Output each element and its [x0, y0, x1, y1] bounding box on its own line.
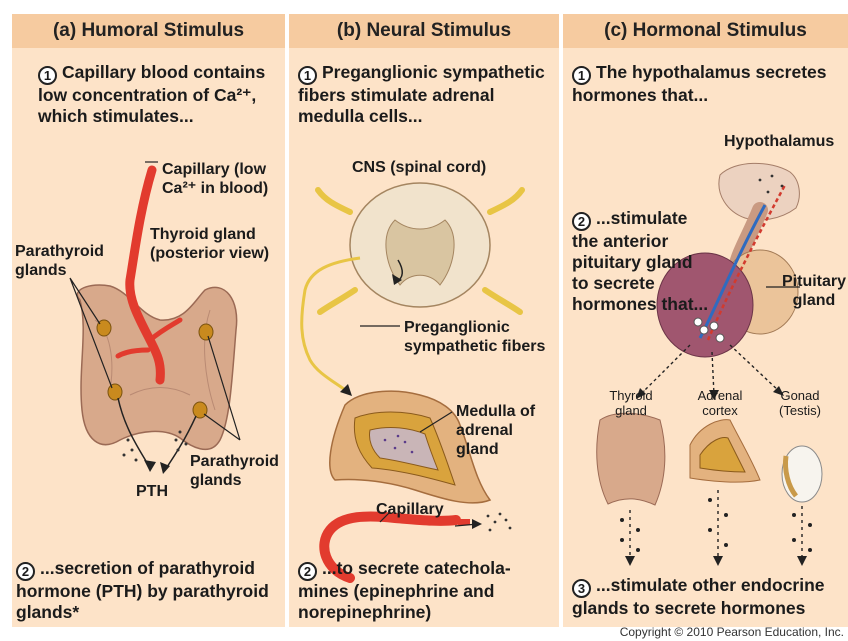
step-number-badge: 3 — [572, 579, 591, 598]
panel-a-step-1-text: Capillary blood contains low concentrati… — [38, 62, 265, 126]
panel-c-step-2: 2...stimulate the anterior pituitary gla… — [572, 208, 710, 315]
panel-a-step-2: 2...secretion of parathyroid hormone (PT… — [16, 558, 284, 623]
step-number-badge: 2 — [572, 212, 591, 231]
label-adrenal-cortex: Adrenal cortex — [694, 388, 746, 418]
label-gonad-testis: Gonad (Testis) — [770, 388, 830, 418]
thyroid-gland-small — [597, 413, 665, 505]
label-medulla-adrenal: Medulla of adrenal gland — [456, 402, 556, 459]
step-number-badge: 1 — [572, 66, 591, 85]
step-number-badge: 1 — [38, 66, 57, 85]
label-thyroid-gland-c: Thyroid gland — [606, 388, 656, 418]
panel-c-step-2-text: ...stimulate the anterior pituitary glan… — [572, 208, 708, 314]
label-cns-spinal-cord: CNS (spinal cord) — [352, 158, 522, 177]
label-capillary-b: Capillary — [376, 500, 444, 519]
label-parathyroid-glands-left: Parathyroid glands — [15, 242, 125, 280]
label-hypothalamus: Hypothalamus — [724, 132, 834, 151]
panel-b-step-2-text: ...to secrete catechola-mines (epinephri… — [298, 558, 511, 622]
panel-b-step-2: 2...to secrete catechola-mines (epinephr… — [298, 558, 556, 623]
step-number-badge: 2 — [298, 562, 317, 581]
panel-b-step-1-text: Preganglionic sympathetic fibers stimula… — [298, 62, 545, 126]
label-pituitary-gland: Pituitary gland — [782, 272, 846, 310]
label-thyroid-gland: Thyroid gland (posterior view) — [150, 225, 288, 263]
label-capillary-low-ca: Capillary (low Ca²⁺ in blood) — [162, 160, 287, 198]
copyright-notice: Copyright © 2010 Pearson Education, Inc. — [620, 625, 844, 639]
label-preganglionic-fibers: Preganglionic sympathetic fibers — [404, 318, 554, 356]
panel-c-step-1-text: The hypothalamus secretes hormones that.… — [572, 62, 827, 105]
step-number-badge: 1 — [298, 66, 317, 85]
panel-c-step-3-text: ...stimulate other endocrine glands to s… — [572, 575, 825, 618]
panel-a-step-2-text: ...secretion of parathyroid hormone (PTH… — [16, 558, 269, 622]
step-number-badge: 2 — [16, 562, 35, 581]
label-parathyroid-glands-right: Parathyroid glands — [190, 452, 286, 490]
panel-c-step-3: 3...stimulate other endocrine glands to … — [572, 575, 844, 619]
label-pth: PTH — [136, 482, 168, 501]
